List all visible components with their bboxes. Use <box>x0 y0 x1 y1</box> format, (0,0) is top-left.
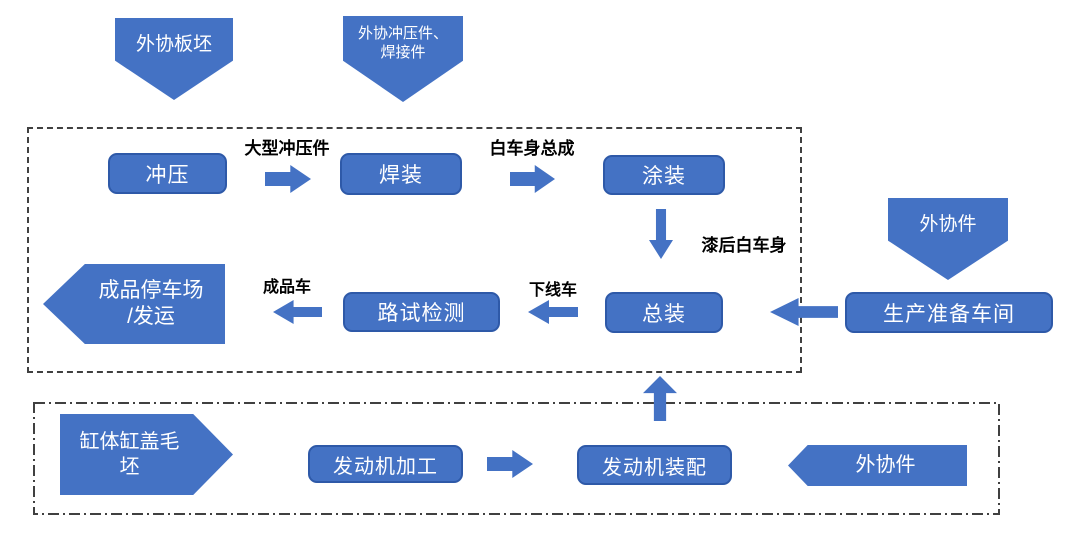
callout-outsourced-parts-pentagon: 外协件 <box>888 198 1008 280</box>
callout-outsourced-stamping-welding-line1: 外协冲压件、 <box>357 25 448 42</box>
label-large-stampings: 大型冲压件 <box>244 139 330 158</box>
input-cylinder-blank-line1: 缸体缸盖毛 <box>79 430 180 453</box>
callout-outsourced-parts-label: 外协件 <box>919 214 977 235</box>
node-welding: 焊装 <box>340 153 462 195</box>
node-production-prep: 生产准备车间 <box>845 292 1053 333</box>
node-stamping: 冲压 <box>108 153 227 194</box>
node-road-test-label: 路试检测 <box>377 302 466 325</box>
node-painting: 涂装 <box>603 155 725 195</box>
node-engine-machining: 发动机加工 <box>308 445 463 483</box>
label-painted-body: 漆后白车身 <box>701 236 787 255</box>
terminal-parking-shipping-pentagon: 成品停车场 /发运 <box>43 264 225 344</box>
callout-outsourced-stamping-welding-line2: 焊接件 <box>380 43 426 61</box>
node-engine-machining-label: 发动机加工 <box>333 455 438 478</box>
label-offline-vehicle: 下线车 <box>528 282 577 299</box>
callout-slab-label: 外协板坯 <box>135 34 212 55</box>
node-engine-assembly: 发动机装配 <box>577 445 732 485</box>
node-painting-label: 涂装 <box>642 165 686 188</box>
node-stamping-label: 冲压 <box>145 163 190 187</box>
node-final-assembly-label: 总装 <box>642 302 686 326</box>
engine-process-frame-border <box>33 402 1000 515</box>
callout-slab-pentagon: 外协板坯 <box>115 18 233 100</box>
input-outsourced-parts-pentagon: 外协件 <box>788 445 967 486</box>
input-cylinder-blank-line2: 坯 <box>119 455 140 478</box>
terminal-parking-line2: /发运 <box>127 305 175 328</box>
engine-process-frame <box>33 402 1000 515</box>
callout-outsourced-stamping-welding-pentagon: 外协冲压件、 焊接件 <box>343 16 463 102</box>
node-production-prep-label: 生产准备车间 <box>883 302 1015 326</box>
vehicle-process-frame <box>27 127 802 373</box>
node-welding-label: 焊装 <box>379 164 423 187</box>
input-cylinder-blank-pentagon: 缸体缸盖毛 坯 <box>60 414 233 495</box>
input-outsourced-parts-label: 外协件 <box>855 454 916 476</box>
terminal-parking-line1: 成品停车场 <box>98 278 204 302</box>
label-finished-vehicle: 成品车 <box>262 279 311 296</box>
node-road-test: 路试检测 <box>343 292 500 332</box>
node-engine-assembly-label: 发动机装配 <box>602 456 707 479</box>
label-biw-assembly: 白车身总成 <box>489 139 575 158</box>
node-final-assembly: 总装 <box>605 292 723 333</box>
